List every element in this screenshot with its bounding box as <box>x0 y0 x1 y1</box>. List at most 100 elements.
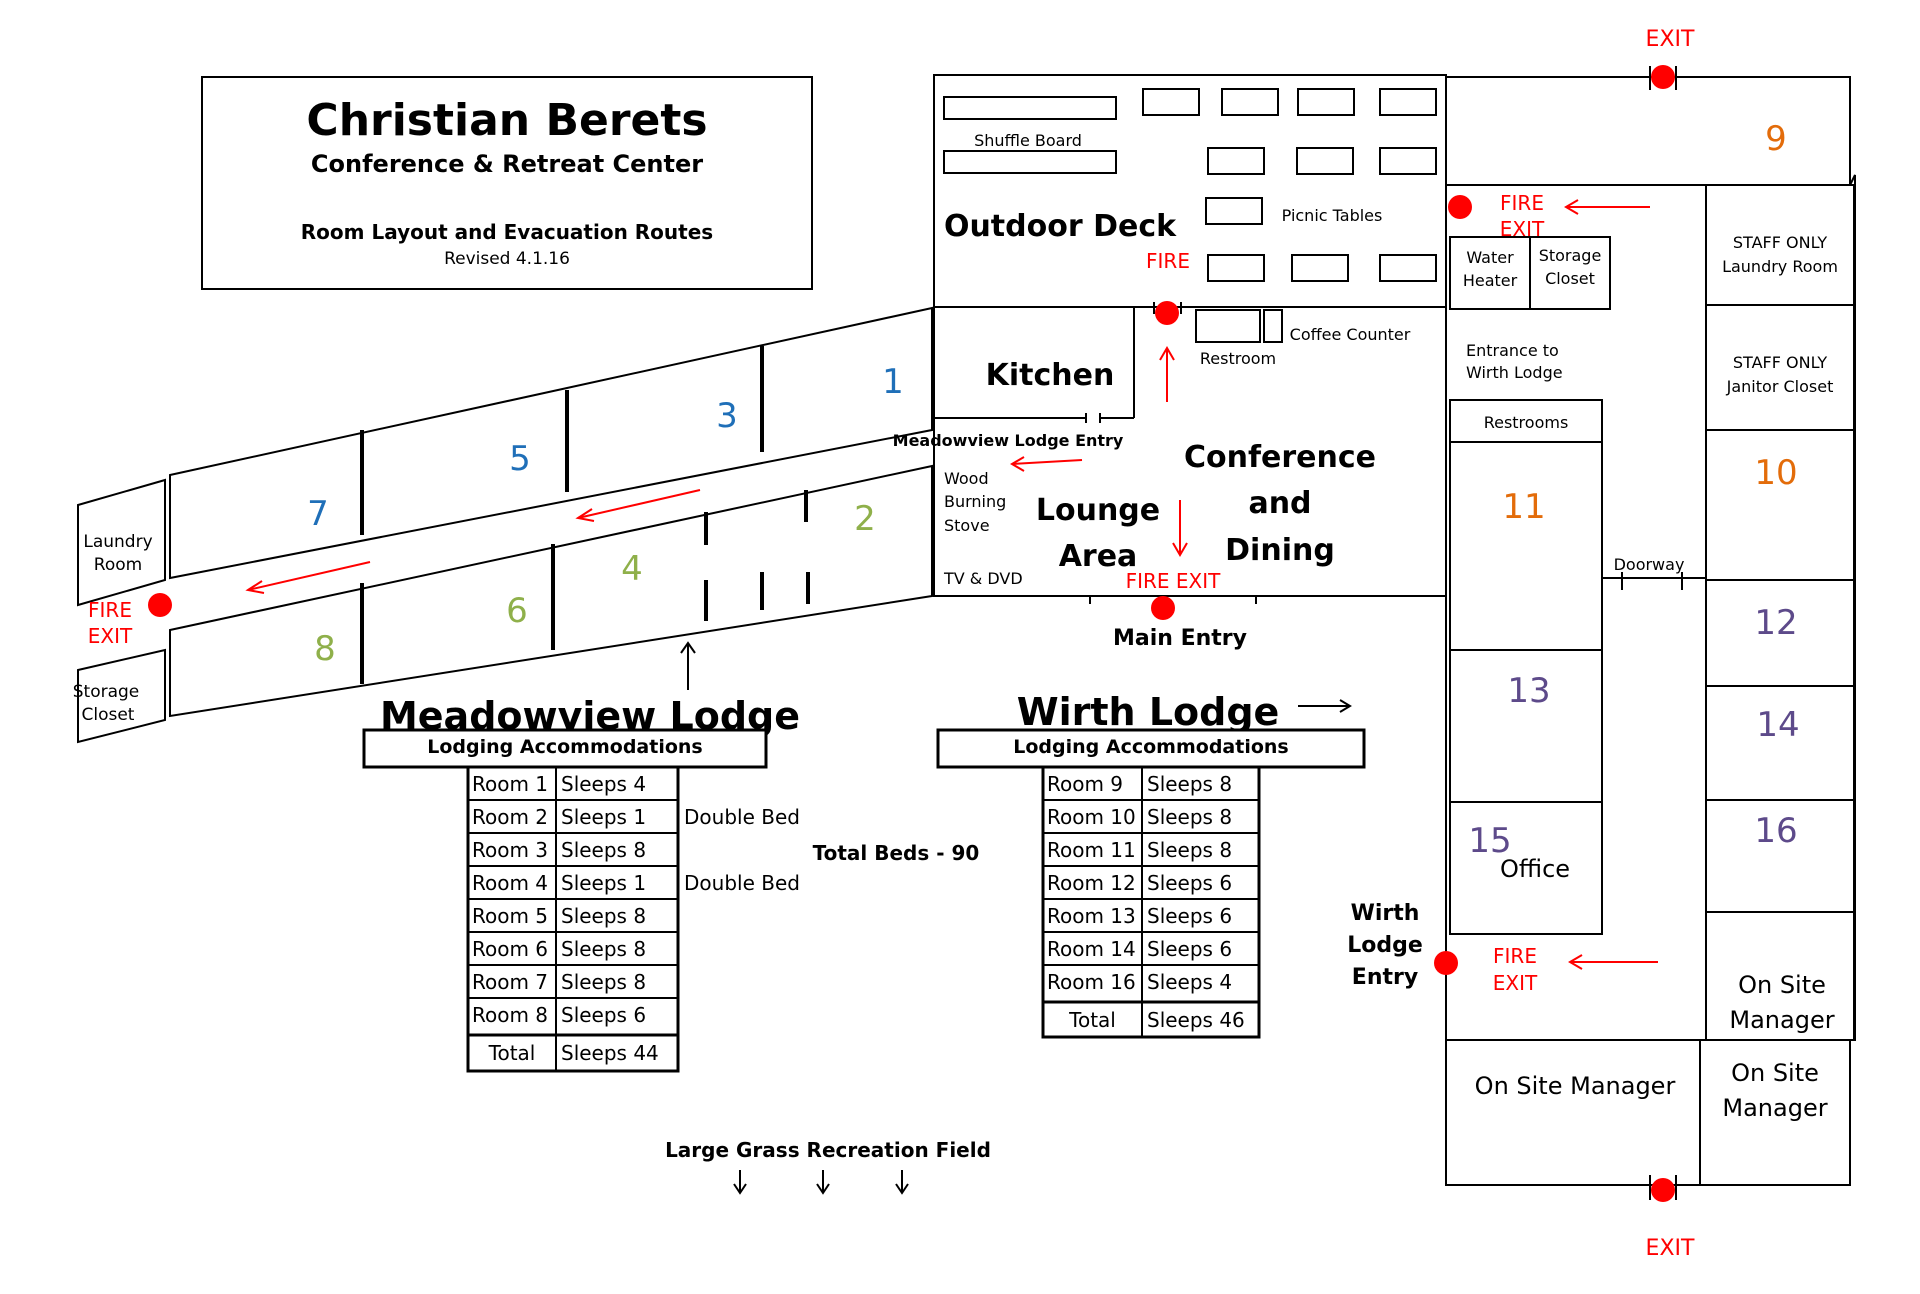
revision-date: Revised 4.1.16 <box>444 249 570 269</box>
wood-stove-label-2: Burning <box>944 492 1006 511</box>
restrooms-label: Restrooms <box>1484 413 1569 432</box>
meadowview-room-cell: Room 6 <box>472 937 548 961</box>
tv-dvd-label: TV & DVD <box>943 569 1023 588</box>
evac-arrow-head-wirth-south <box>1568 954 1583 970</box>
evac-arrow-lounge <box>1011 459 1083 465</box>
staff-janitor-label-1: STAFF ONLY <box>1733 353 1827 372</box>
meadowview-room-cell: Room 3 <box>472 838 548 862</box>
conference-label-2: and <box>1248 486 1311 521</box>
staff-laundry-label-1: STAFF ONLY <box>1733 233 1827 252</box>
kitchen-label: Kitchen <box>986 358 1115 393</box>
meadowview-note-cell: Double Bed <box>684 871 800 895</box>
on-site-manager-southeast <box>1699 1039 1851 1186</box>
main-building: Shuffle Board Picnic Tables Outdoor Deck… <box>893 74 1447 651</box>
room-number-1: 1 <box>882 362 904 402</box>
room-number-8: 8 <box>314 629 336 669</box>
meadowview-sleeps-cell: Sleeps 8 <box>561 970 646 994</box>
shuffle-board-label: Shuffle Board <box>974 131 1082 150</box>
meadowview-sleeps-cell: Sleeps 1 <box>561 871 646 895</box>
wirth-sleeps-cell: Sleeps 6 <box>1147 871 1232 895</box>
wood-stove-label-1: Wood <box>944 469 989 488</box>
wirth-sleeps-cell: Sleeps 6 <box>1147 904 1232 928</box>
meadowview-sleeps-cell: Sleeps 8 <box>561 904 646 928</box>
staff-laundry-label-2: Laundry Room <box>1722 257 1838 276</box>
evac-arrow-head-deck <box>1159 346 1175 361</box>
room-number-2: 2 <box>854 499 876 539</box>
picnic-table <box>1221 88 1279 116</box>
room-number-11: 11 <box>1502 487 1545 527</box>
wirth-south-fire-label-1: FIRE <box>1493 944 1537 968</box>
page-heading: Room Layout and Evacuation Routes <box>301 220 713 244</box>
evac-arrow-head-2 <box>245 580 265 594</box>
fire-exit-marker-meadowview <box>148 593 172 617</box>
room-15-office <box>1449 801 1603 935</box>
wirth-total-label: Total <box>1068 1008 1116 1032</box>
wirth-entry-label-1: Wirth <box>1351 901 1420 926</box>
exit-marker-south <box>1651 1178 1675 1202</box>
meadowview-room-cell: Room 5 <box>472 904 548 928</box>
exit-label-north: EXIT <box>1646 27 1695 52</box>
room-number-4: 4 <box>621 549 643 589</box>
grass-field-label: Large Grass Recreation Field <box>665 1138 991 1162</box>
room-16 <box>1705 799 1855 913</box>
on-site-manager-east-label-2: Manager <box>1729 1006 1834 1034</box>
meadowview-room-cell: Room 7 <box>472 970 548 994</box>
meadowview-table <box>466 765 680 1073</box>
wirth-table-subtitle: Lodging Accommodations <box>1013 736 1288 758</box>
evac-arrow-head-main <box>1172 542 1188 557</box>
office-label: Office <box>1500 855 1570 883</box>
arrow-head-meadowview <box>680 641 696 654</box>
fire-exit-marker-deck <box>1155 301 1179 325</box>
page-title: Christian Berets <box>306 95 707 146</box>
field-arrow-head <box>816 1183 830 1195</box>
page-subtitle: Conference & Retreat Center <box>311 150 703 178</box>
meadowview-note-cell: Double Bed <box>684 805 800 829</box>
grass-field: Large Grass Recreation Field <box>665 1138 991 1195</box>
title-block: Christian Berets Conference & Retreat Ce… <box>201 76 813 290</box>
shuffle-board-2 <box>943 150 1117 174</box>
wirth-accommodations: Wirth Lodge Lodging Accommodations Room … <box>936 690 1366 1039</box>
picnic-table <box>1296 147 1354 175</box>
wirth-room-cell: Room 14 <box>1047 937 1136 961</box>
wirth-fire-label-2: EXIT <box>1500 217 1545 241</box>
laundry-label-2: Room <box>94 555 142 575</box>
storage-closet-meadowview <box>77 648 166 744</box>
storage-closet-label-1: Storage <box>1539 246 1602 265</box>
storage-closet-label-2: Closet <box>1545 269 1595 288</box>
total-beds: Total Beds - 90 <box>813 841 980 865</box>
room-number-5: 5 <box>509 439 531 479</box>
evac-arrow-head-1 <box>575 508 595 522</box>
storage-label-2: Closet <box>82 705 135 725</box>
room-10 <box>1705 429 1855 581</box>
room-11 <box>1449 441 1603 651</box>
wirth-room-cell: Room 16 <box>1047 970 1136 994</box>
meadowview-sleeps-cell: Sleeps 4 <box>561 772 646 796</box>
picnic-table <box>1291 254 1349 282</box>
field-arrow-head <box>895 1183 909 1195</box>
evac-arrow-hall-1 <box>577 489 701 519</box>
coffee-counter-block <box>1263 309 1283 343</box>
picnic-table <box>1142 88 1200 116</box>
meadowview-room-cell: Room 2 <box>472 805 548 829</box>
water-heater <box>1449 236 1531 310</box>
laundry-room <box>77 478 166 607</box>
entrance-wirth-label-1: Entrance to <box>1466 341 1559 360</box>
wirth-lodge: EXIT 9 Water Heater Storage Closet FIRE … <box>1347 27 1856 1261</box>
room-number-3: 3 <box>716 396 738 436</box>
staff-laundry-room <box>1705 184 1855 306</box>
fire-exit-marker-wirth-north <box>1448 195 1472 219</box>
exit-label-south: EXIT <box>1646 1236 1695 1261</box>
meadowview-room-cell: Room 1 <box>472 772 548 796</box>
meadowview-room-cell: Room 8 <box>472 1003 548 1027</box>
on-site-manager-southeast-label-1: On Site <box>1731 1059 1819 1087</box>
wirth-lodge-title: Wirth Lodge <box>1017 690 1280 734</box>
wirth-entry-label-2: Lodge <box>1347 933 1423 958</box>
meadowview-table-header <box>362 728 768 769</box>
wirth-sleeps-cell: Sleeps 8 <box>1147 838 1232 862</box>
arrow-head-wirth <box>1339 699 1352 713</box>
wirth-room-cell: Room 12 <box>1047 871 1136 895</box>
fire-exit-label-west-1: FIRE <box>88 598 132 622</box>
